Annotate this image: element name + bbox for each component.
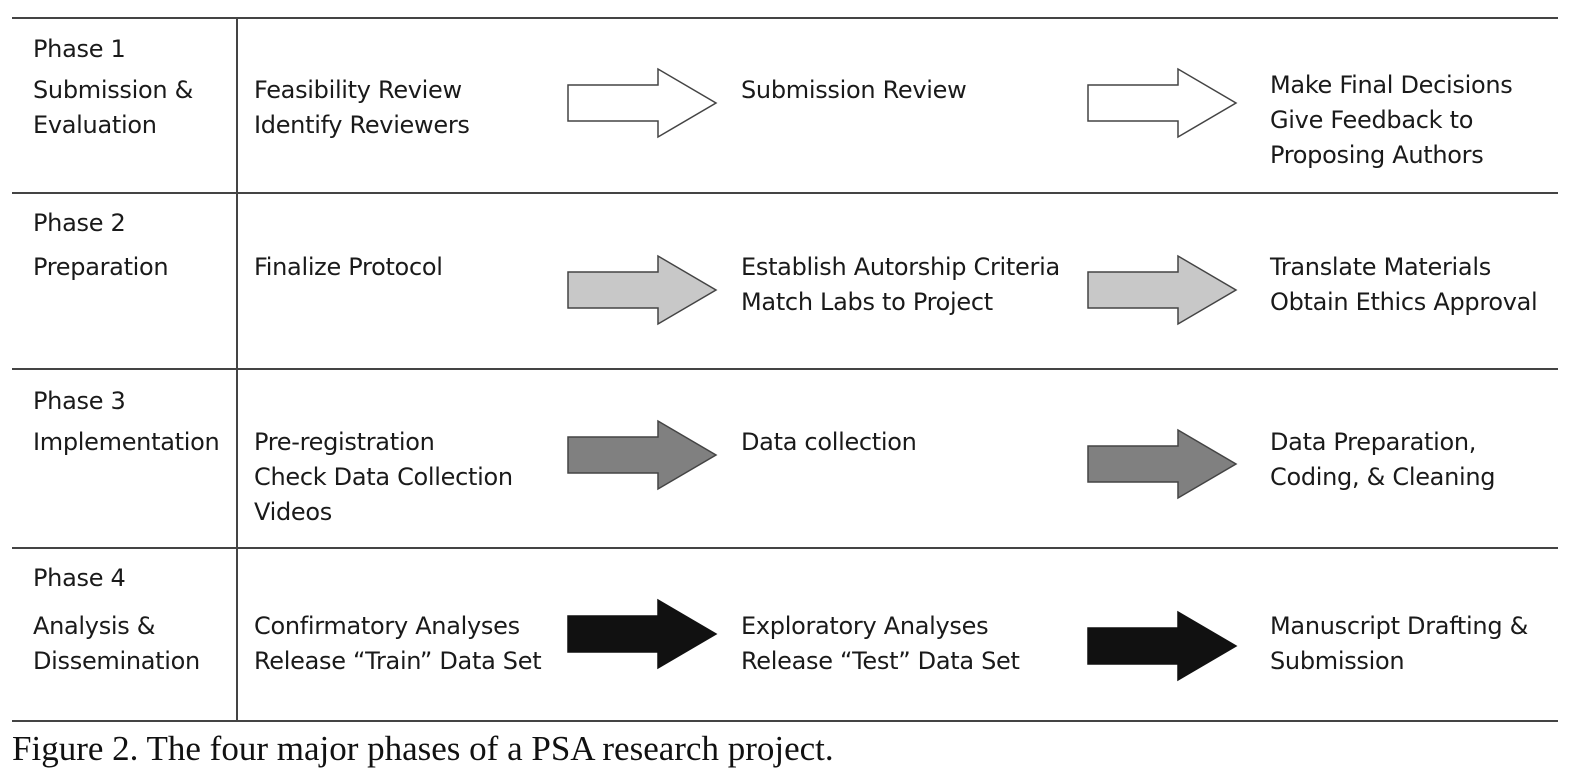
- phase-label: Phase 1: [33, 35, 126, 63]
- row-divider: [12, 368, 1558, 370]
- step-1: Finalize Protocol: [254, 253, 443, 281]
- figure-caption: Figure 2. The four major phases of a PSA…: [12, 729, 834, 768]
- step-1: Feasibility Review Identify Reviewers: [254, 76, 470, 139]
- phase-label: Phase 3: [33, 387, 126, 415]
- flow-arrow-icon: [566, 419, 718, 491]
- flow-arrow-icon: [1086, 610, 1238, 682]
- phase-label: Phase 4: [33, 564, 126, 592]
- phase-label: Phase 2: [33, 209, 126, 237]
- step-3: Manuscript Drafting & Submission: [1270, 612, 1528, 675]
- table-bottom-rule: [12, 720, 1558, 722]
- phase-name: Preparation: [33, 253, 169, 281]
- step-1: Confirmatory Analyses Release “Train” Da…: [254, 612, 542, 675]
- row-divider: [12, 192, 1558, 194]
- step-3: Make Final Decisions Give Feedback to Pr…: [1270, 71, 1513, 169]
- table-top-rule: [12, 17, 1558, 19]
- step-1: Pre-registration Check Data Collection V…: [254, 428, 513, 526]
- column-divider: [236, 17, 238, 722]
- step-3: Translate Materials Obtain Ethics Approv…: [1270, 253, 1538, 316]
- flow-arrow-icon: [566, 598, 718, 670]
- step-2: Establish Autorship Criteria Match Labs …: [741, 253, 1060, 316]
- flow-arrow-icon: [1086, 254, 1238, 326]
- phase-name: Submission & Evaluation: [33, 76, 194, 139]
- step-2: Data collection: [741, 428, 917, 456]
- phase-name: Implementation: [33, 428, 220, 456]
- step-3: Data Preparation, Coding, & Cleaning: [1270, 428, 1496, 491]
- flow-arrow-icon: [1086, 428, 1238, 500]
- flow-arrow-icon: [566, 254, 718, 326]
- step-2: Exploratory Analyses Release “Test” Data…: [741, 612, 1020, 675]
- flow-arrow-icon: [1086, 67, 1238, 139]
- flow-arrow-icon: [566, 67, 718, 139]
- row-divider: [12, 547, 1558, 549]
- step-2: Submission Review: [741, 76, 967, 104]
- phase-name: Analysis & Dissemination: [33, 612, 200, 675]
